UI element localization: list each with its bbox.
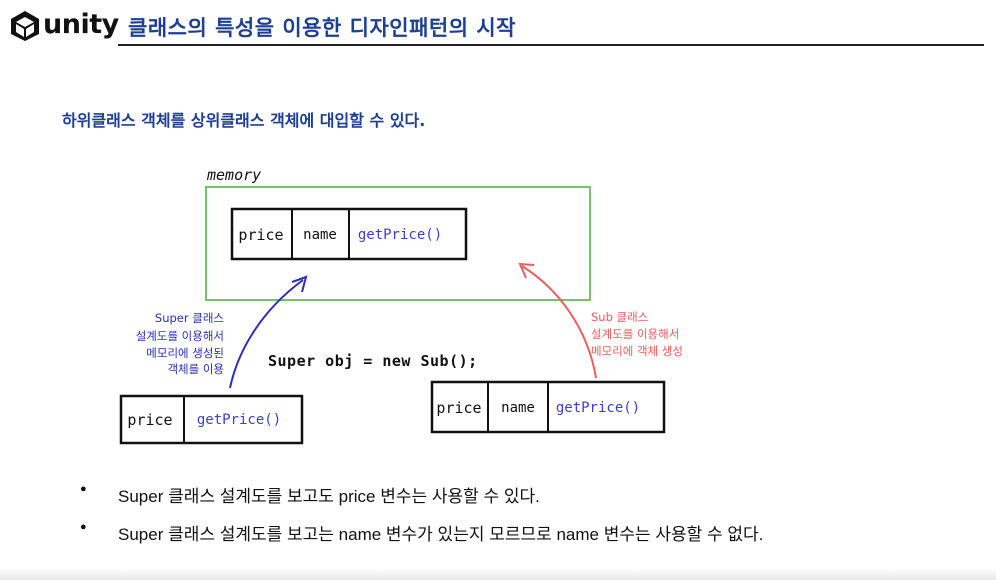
super-note-line: Super 클래스 (155, 311, 224, 325)
bottom-shadow-bar (0, 568, 996, 580)
super-view-object: price getPrice() (119, 394, 304, 445)
sub-creation-arrow (521, 265, 597, 379)
sub-field-price: price (436, 399, 481, 417)
unity-cube-icon (11, 11, 39, 41)
sub-note-line: Sub 클래스 (591, 310, 648, 324)
slide-subtitle: 하위클래스 객체를 상위클래스 객체에 대입할 수 있다. (62, 111, 426, 130)
super-field-getprice: getPrice() (197, 412, 281, 428)
sub-field-name: name (501, 400, 535, 416)
super-note-line: 메모리에 생성된 (146, 346, 224, 360)
memory-field-getprice: getPrice() (358, 227, 442, 243)
sub-note-line: 메모리에 객체 생성 (591, 344, 683, 358)
super-arrow-head (291, 275, 308, 293)
super-note-line: 객체를 이용 (167, 362, 224, 376)
super-view-box (119, 394, 304, 445)
memory-field-name: name (303, 227, 337, 243)
bullet-item: Super 클래스 설계도를 보고도 price 변수는 사용할 수 있다. (78, 482, 763, 520)
code-statement: Super obj = new Sub(); (268, 352, 478, 370)
sub-field-getprice: getPrice() (556, 400, 640, 416)
super-field-price: price (127, 411, 172, 429)
super-reference-arrow (229, 279, 304, 389)
super-note-line: 설계도를 이용해서 (136, 329, 224, 343)
unity-logo: unity (10, 8, 119, 44)
super-note: Super 클래스 설계도를 이용해서 메모리에 생성된 객체를 이용 (136, 311, 224, 376)
sub-arrow-head (518, 262, 535, 279)
memory-area (205, 186, 591, 301)
memory-diagram: memory price name getPrice() Super 클래스 설… (119, 166, 683, 445)
header-divider (118, 44, 984, 46)
sub-object: price name getPrice() (430, 380, 666, 434)
memory-object: price name getPrice() (230, 207, 468, 261)
memory-field-price: price (238, 226, 283, 244)
logo-wordmark: unity (43, 9, 119, 40)
page-title: 클래스의 특성을 이용한 디자인패턴의 시작 (128, 16, 517, 40)
sub-note: Sub 클래스 설계도를 이용해서 메모리에 객체 생성 (591, 310, 683, 358)
sub-note-line: 설계도를 이용해서 (591, 327, 679, 341)
bullet-item: Super 클래스 설계도를 보고는 name 변수가 있는지 모르므로 nam… (78, 520, 763, 558)
bullet-list: Super 클래스 설계도를 보고도 price 변수는 사용할 수 있다. S… (78, 482, 763, 558)
memory-label: memory (206, 166, 261, 184)
